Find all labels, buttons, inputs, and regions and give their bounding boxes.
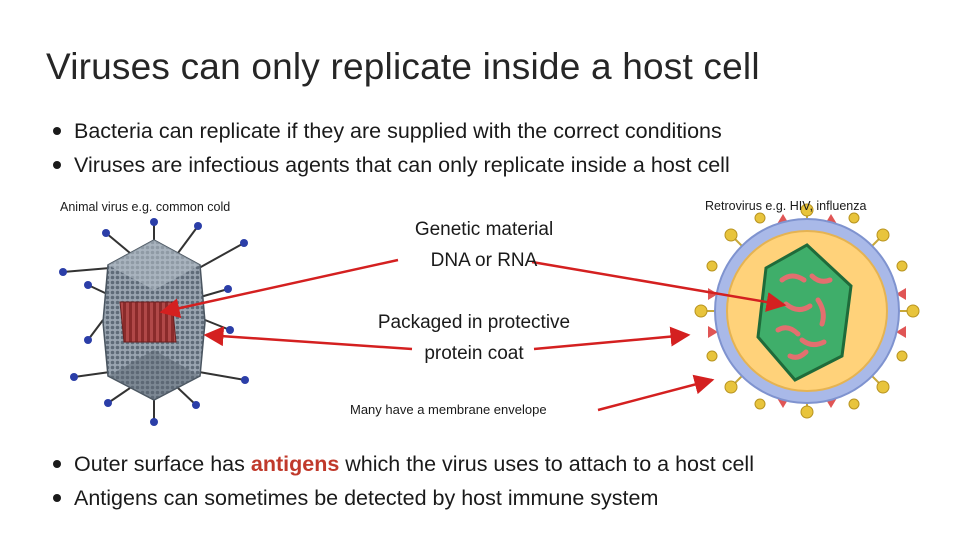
antigens-highlight: antigens [250,452,340,476]
arrow-genetic-to-adenovirus [159,258,399,319]
genetic-line-2: DNA or RNA [430,250,538,271]
retrovirus-label: Retrovirus e.g. HIV, influenza [705,199,867,213]
bullet-icon [53,494,61,502]
arrow-coat-to-retrovirus [533,326,691,351]
adenovirus-illustration [59,218,249,426]
protein-coat-label: Packaged in protective protein coat [356,307,592,369]
arrow-group [159,258,787,412]
bullet-item: Bacteria can replicate if they are suppl… [52,114,730,148]
genetic-line-1: Genetic material [414,219,554,240]
bullet-text-before: Outer surface has [74,452,251,476]
top-bullet-list: Bacteria can replicate if they are suppl… [52,114,730,182]
coat-line-1: Packaged in protective [377,312,571,333]
arrow-envelope-to-retrovirus [597,374,715,412]
coat-line-2: protein coat [424,343,524,364]
bullet-text: Bacteria can replicate if they are suppl… [74,119,722,143]
bullet-item: Antigens can sometimes be detected by ho… [52,481,754,515]
bullet-item: Viruses are infectious agents that can o… [52,148,730,182]
bullet-icon [53,161,61,169]
genetic-material-label: Genetic material DNA or RNA [382,214,586,276]
slide-title: Viruses can only replicate inside a host… [46,46,760,87]
bullet-item: Outer surface has antigens which the vir… [52,447,754,481]
bullet-text-after: which the virus uses to attach to a host… [339,452,754,476]
bullet-icon [53,127,61,135]
bullet-text: Antigens can sometimes be detected by ho… [74,486,659,510]
arrow-coat-to-adenovirus [203,326,413,351]
bullet-icon [53,460,61,468]
animal-virus-label: Animal virus e.g. common cold [60,200,231,214]
arrow-genetic-to-retrovirus [531,260,787,312]
membrane-envelope-label: Many have a membrane envelope [350,402,547,417]
bottom-bullet-list: Outer surface has antigens which the vir… [52,447,754,515]
retrovirus-illustration [694,203,920,419]
bullet-text: Viruses are infectious agents that can o… [74,153,730,177]
